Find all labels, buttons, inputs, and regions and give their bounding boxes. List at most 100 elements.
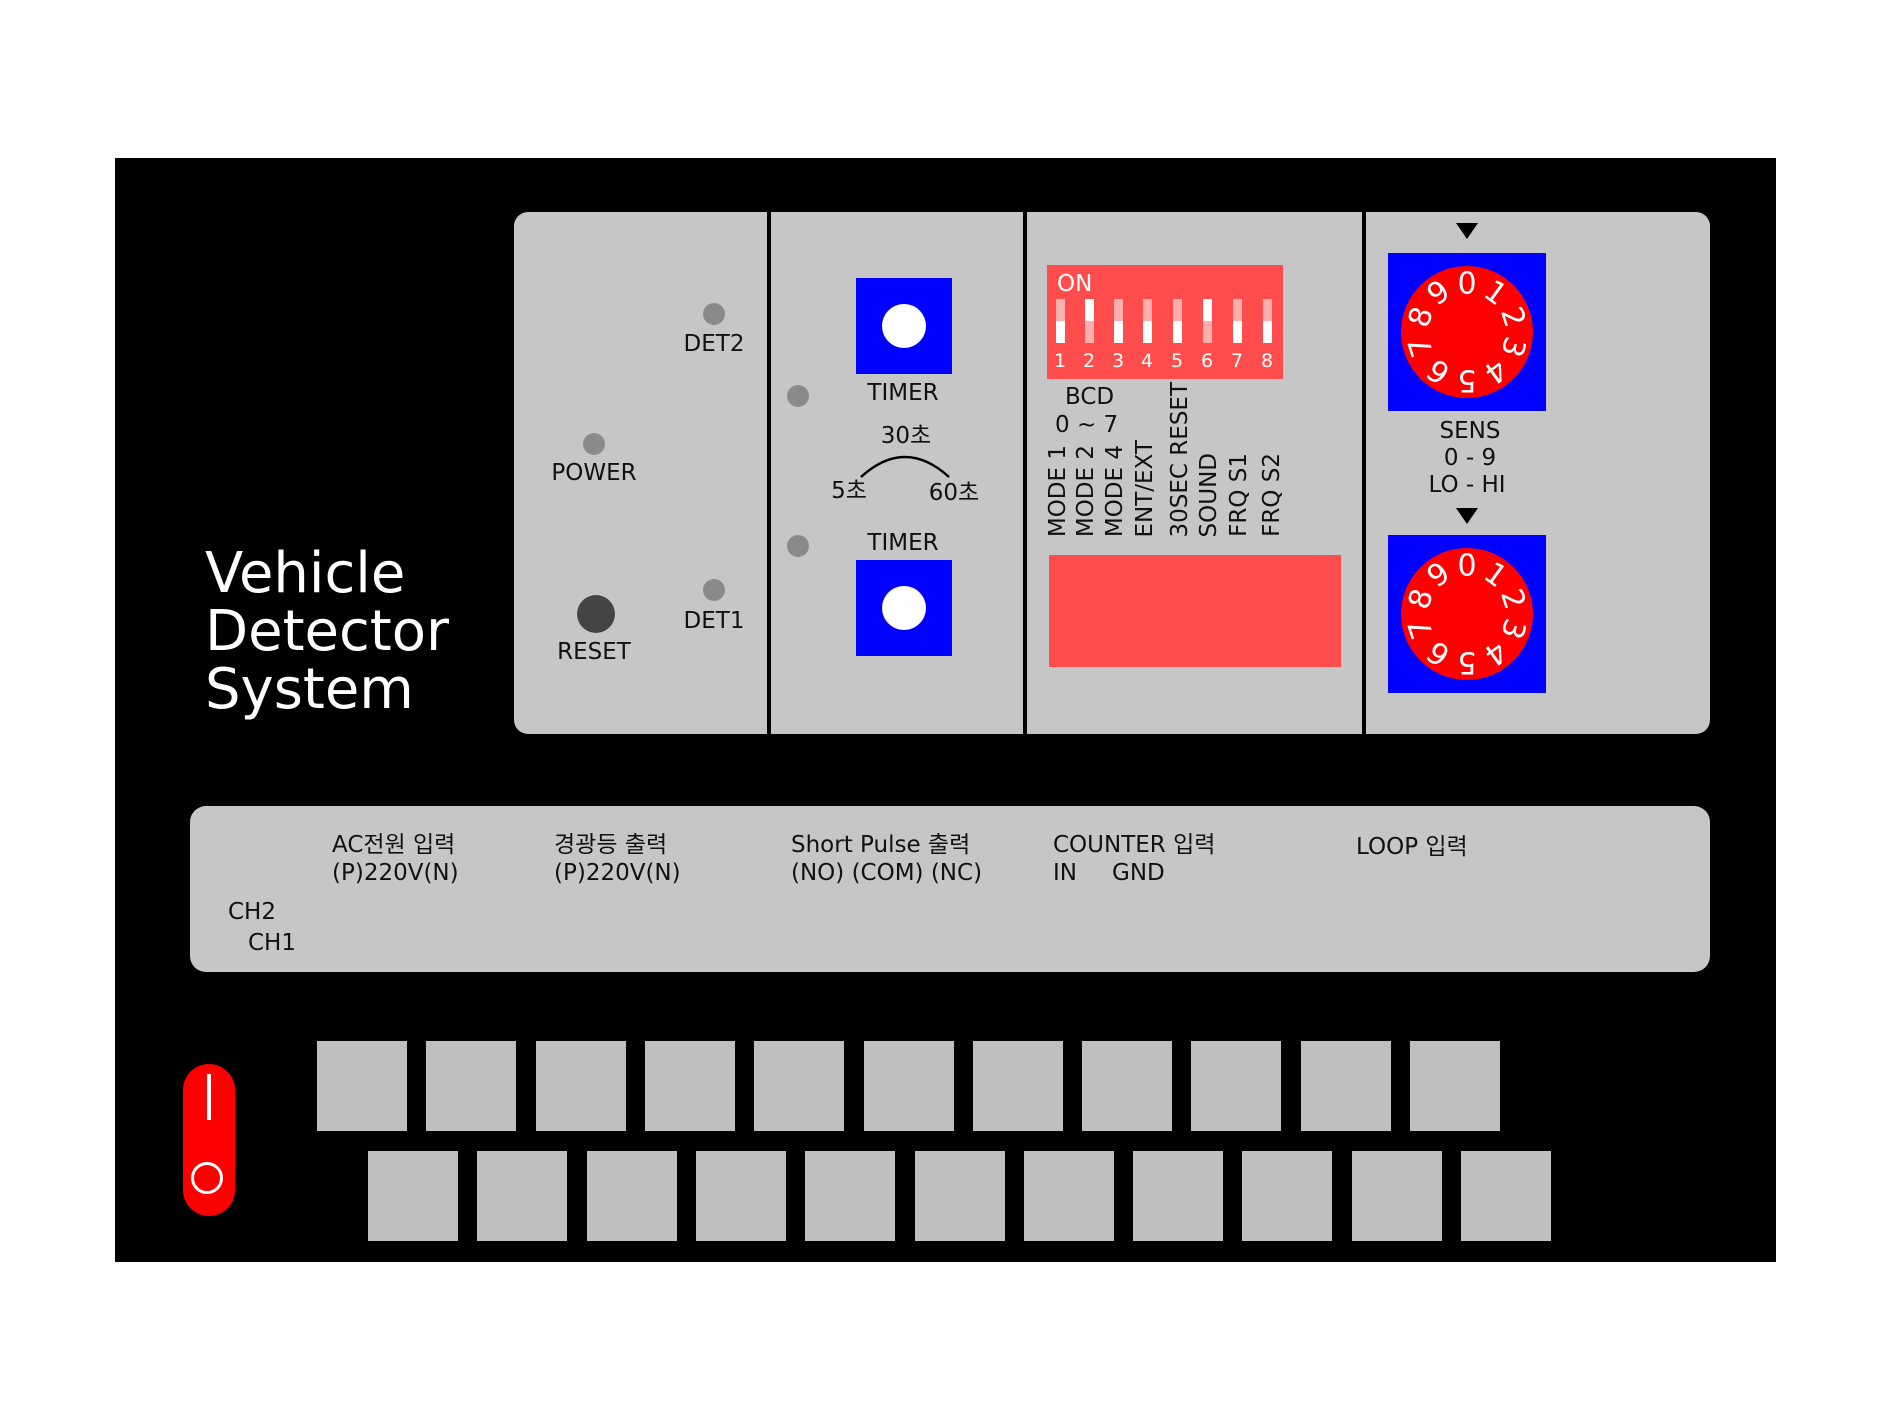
ch1-terminal-7[interactable]: [1023, 1151, 1114, 1241]
ch2-label: CH2: [228, 899, 276, 925]
title-line-1: Vehicle: [205, 541, 406, 606]
device-title: Vehicle Detector System: [205, 545, 449, 719]
ch1-terminal-9[interactable]: [1242, 1151, 1333, 1241]
dip-num-5: 5: [1171, 350, 1184, 372]
dial-bottom-pointer-icon: [1456, 508, 1478, 524]
short-pulse-title: Short Pulse 출력: [791, 832, 971, 858]
warning-light-sub: (P)220V(N): [554, 860, 681, 886]
dip-func-8: FRQ S2: [1259, 453, 1285, 537]
ch1-terminal-1[interactable]: [368, 1151, 458, 1241]
counter-gnd: GND: [1112, 860, 1165, 886]
dip-func-1: MODE 1: [1045, 444, 1071, 537]
dip-switch-toggles[interactable]: [1047, 265, 1283, 379]
sens-lohi: LO - HI: [1428, 472, 1506, 498]
loop-title: LOOP 입력: [1356, 834, 1468, 860]
ch1-terminal-2[interactable]: [477, 1151, 568, 1241]
ch2-terminal-7[interactable]: [972, 1041, 1063, 1131]
timer-bottom-led: [787, 535, 809, 557]
ch1-terminal-6[interactable]: [914, 1151, 1005, 1241]
sens-dial-bottom-digit-5: 5: [1457, 645, 1476, 680]
sens-label: SENS: [1439, 418, 1501, 444]
dip-func-2: MODE 2: [1073, 444, 1099, 537]
dip-func-3: MODE 4: [1102, 444, 1128, 537]
dip-num-3: 3: [1112, 350, 1125, 372]
timer-scale-min: 5초: [831, 478, 867, 504]
ch2-terminal-6[interactable]: [863, 1041, 954, 1131]
short-pulse-sub: (NO) (COM) (NC): [791, 860, 983, 886]
divider-1: [767, 212, 771, 734]
sens-dial-top-digit-5: 5: [1457, 363, 1476, 398]
power-switch-on-icon: [207, 1074, 211, 1120]
timer-scale-mid: 30초: [880, 423, 932, 449]
reset-label: RESET: [557, 639, 631, 665]
ch2-terminal-8[interactable]: [1082, 1041, 1173, 1131]
ch1-terminal-4[interactable]: [695, 1151, 786, 1241]
sens-dial-bottom-digit-0: 0: [1457, 549, 1476, 584]
divider-3: [1362, 212, 1366, 734]
ch2-terminal-4[interactable]: [644, 1041, 735, 1131]
dip-func-7: FRQ S1: [1226, 453, 1252, 537]
timer-scale-max: 60초: [928, 480, 980, 506]
sens-dial-top-digit-0: 0: [1457, 267, 1476, 302]
timer-top-label: TIMER: [867, 380, 939, 406]
title-line-2: Detector: [205, 599, 450, 664]
bcd-label: BCD: [1065, 384, 1115, 410]
ac-power-sub: (P)220V(N): [332, 860, 459, 886]
dip-num-4: 4: [1141, 350, 1154, 372]
ch1-terminal-10[interactable]: [1351, 1151, 1442, 1241]
det1-label: DET1: [683, 608, 745, 634]
dip-func-5: 30SEC RESET: [1167, 381, 1193, 537]
dip-on-label: ON: [1057, 271, 1093, 297]
timer-scale-arc: [860, 455, 950, 478]
reset-button[interactable]: [577, 595, 615, 633]
ch2-terminal-9[interactable]: [1191, 1041, 1282, 1131]
dial-top-pointer-icon: [1456, 223, 1478, 239]
label-area: [1049, 555, 1341, 667]
sens-range: 0 - 9: [1443, 445, 1497, 471]
counter-in: IN: [1053, 860, 1077, 886]
ch2-terminal-3[interactable]: [535, 1041, 626, 1131]
terminal-label-plate: [190, 806, 1710, 972]
det2-label: DET2: [683, 331, 745, 357]
det2-led: [703, 303, 725, 325]
dip-num-2: 2: [1083, 350, 1096, 372]
ch1-terminal-8[interactable]: [1133, 1151, 1224, 1241]
ch1-label: CH1: [248, 930, 296, 956]
power-led: [583, 433, 605, 455]
dip-func-4: ENT/EXT: [1132, 439, 1158, 537]
ch2-terminal-5[interactable]: [754, 1041, 845, 1131]
divider-2: [1023, 212, 1027, 734]
timer-top-knob[interactable]: [856, 278, 952, 374]
dip-num-8: 8: [1261, 350, 1274, 372]
power-switch-off-icon: [191, 1162, 223, 1194]
timer-top-knob-dot: [882, 304, 926, 348]
ch2-terminal-10[interactable]: [1300, 1041, 1391, 1131]
det1-led: [703, 579, 725, 601]
ch2-terminal-1[interactable]: [317, 1041, 407, 1131]
dip-numbers: 1 2 3 4 5 6 7 8: [1047, 350, 1283, 372]
power-switch[interactable]: [183, 1064, 235, 1216]
ac-power-title: AC전원 입력: [332, 832, 456, 858]
timer-bottom-knob[interactable]: [856, 560, 952, 656]
timer-bottom-label: TIMER: [867, 530, 939, 556]
dip-num-7: 7: [1231, 350, 1244, 372]
title-line-3: System: [205, 657, 414, 722]
ch2-terminal-2[interactable]: [426, 1041, 517, 1131]
ch1-terminal-3[interactable]: [586, 1151, 677, 1241]
warning-light-title: 경광등 출력: [554, 832, 668, 858]
timer-bottom-knob-dot: [882, 586, 926, 630]
bcd-range: 0 ~ 7: [1055, 412, 1119, 438]
power-label: POWER: [551, 460, 637, 486]
dip-num-6: 6: [1201, 350, 1214, 372]
sens-dial-top-face: [1401, 266, 1533, 398]
ch1-terminal-5[interactable]: [805, 1151, 896, 1241]
timer-top-led: [787, 385, 809, 407]
sens-dial-bottom-face: [1401, 548, 1533, 680]
counter-title: COUNTER 입력: [1053, 832, 1216, 858]
ch1-terminal-11[interactable]: [1461, 1151, 1551, 1241]
dip-num-1: 1: [1054, 350, 1067, 372]
ch2-terminal-11[interactable]: [1410, 1041, 1500, 1131]
dip-func-6: SOUND: [1196, 452, 1222, 537]
